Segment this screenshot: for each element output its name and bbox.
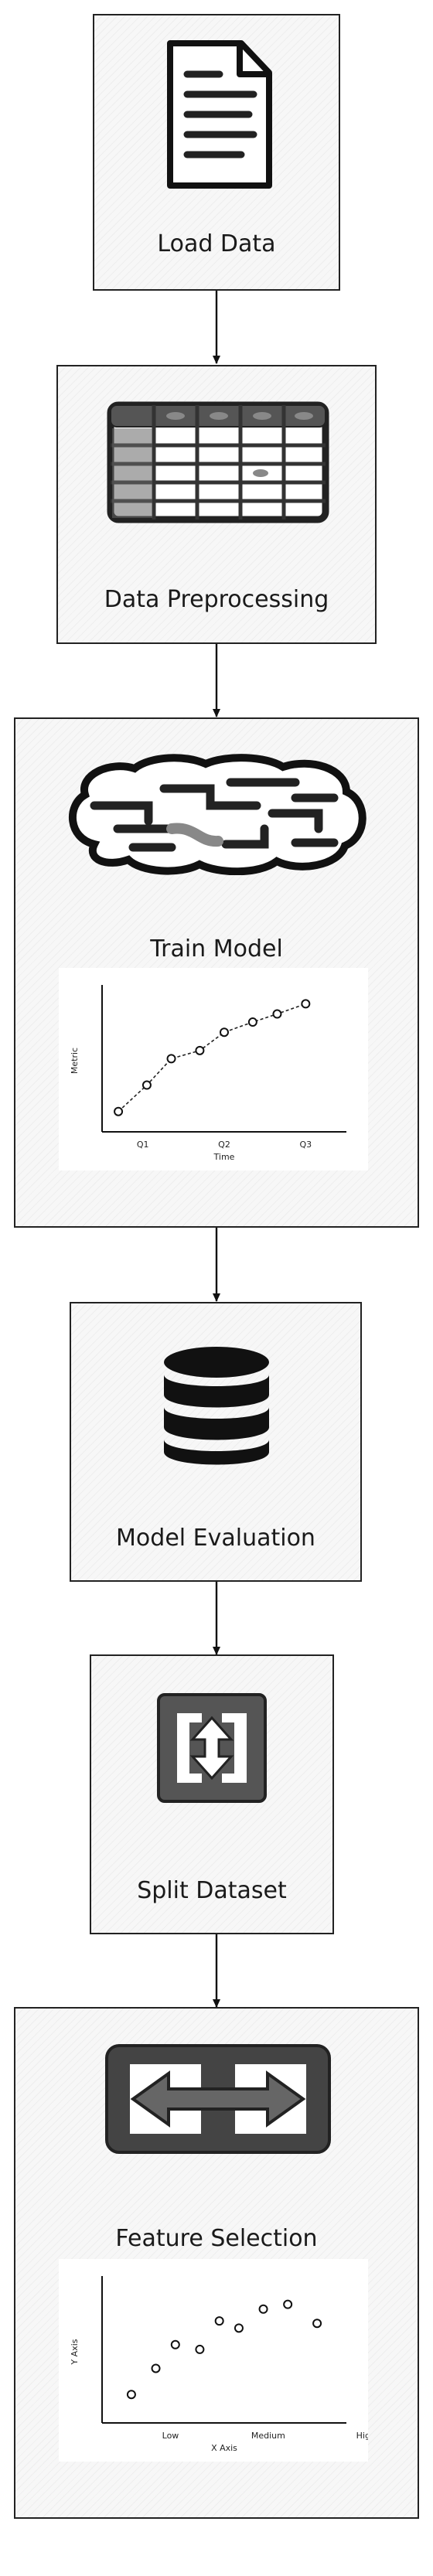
step-model-evaluation: Model Evaluation [70, 1302, 362, 1582]
data-point [272, 1009, 282, 1019]
step-label: Train Model [150, 935, 283, 963]
data-point [151, 2363, 161, 2373]
data-point [141, 1080, 152, 1090]
data-point [301, 999, 311, 1009]
step-load-data: Load Data [93, 14, 340, 291]
data-point [170, 2339, 180, 2349]
data-point [195, 2344, 205, 2354]
spreadsheet-icon [107, 401, 329, 523]
database-icon [164, 1347, 269, 1465]
data-point [166, 1054, 176, 1064]
vertical-arrows-icon [157, 1693, 267, 1803]
step-label: Data Preprocessing [104, 586, 329, 613]
x-tick-label: Low [162, 2431, 179, 2441]
data-point [195, 1045, 205, 1055]
x-tick-label: Q1 [137, 1140, 149, 1150]
y-axis-label: Metric [70, 1048, 80, 1074]
x-axis-label: X Axis [211, 2443, 237, 2453]
x-tick-label: Q2 [218, 1140, 230, 1150]
x-tick-label: Q3 [299, 1140, 312, 1150]
x-tick-label: High [356, 2431, 368, 2441]
brain-icon [68, 754, 367, 875]
data-point [312, 2319, 322, 2329]
scatter-chart: Low Medium High X Axis Y Axis [59, 2259, 376, 2462]
data-point [234, 2323, 244, 2333]
step-label: Model Evaluation [116, 1525, 315, 1552]
data-point [247, 1017, 257, 1027]
data-point [214, 2316, 224, 2326]
data-point [114, 1106, 124, 1116]
step-data-preprocessing: Data Preprocessing [56, 365, 377, 644]
horizontal-arrows-icon [105, 2044, 331, 2154]
step-split-dataset: Split Dataset [90, 1654, 334, 1934]
data-point [126, 2390, 136, 2400]
scatter-chart-svg: Low Medium High X Axis Y Axis [70, 2276, 376, 2453]
step-feature-selection: Feature Selection Low Medium High X Axis Y A… [14, 2007, 419, 2519]
x-axis-label: Time [213, 1152, 235, 1162]
data-point [258, 2304, 268, 2314]
data-point [220, 1027, 229, 1038]
series-line [118, 1003, 306, 1113]
document-icon [167, 40, 272, 189]
data-point [283, 2299, 293, 2309]
y-axis-label: Y Axis [70, 2339, 80, 2365]
step-label: Split Dataset [137, 1877, 287, 1904]
step-label: Load Data [157, 230, 276, 257]
x-tick-label: Medium [251, 2431, 285, 2441]
step-label: Feature Selection [115, 2225, 318, 2252]
